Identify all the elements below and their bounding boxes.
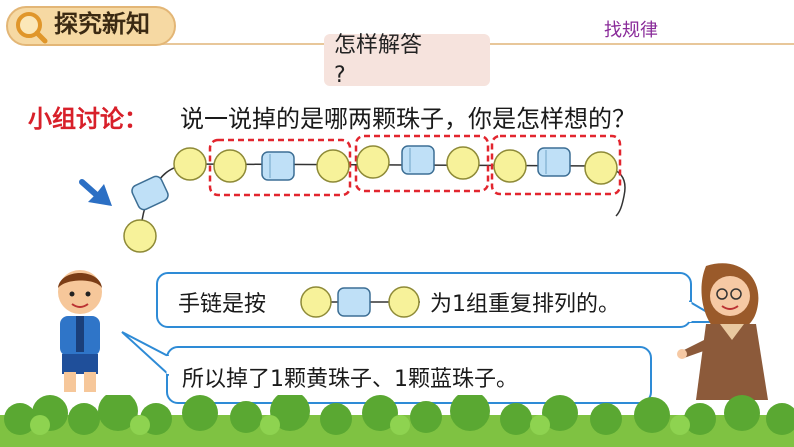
question-mark: ? [334,63,346,88]
blue-bead [337,287,371,317]
discussion-label: 小组讨论： [28,105,148,133]
pattern-text-after: 为1组重复排列的。 [430,292,620,317]
question-text: 怎样解答 [334,33,423,58]
topic-label: 找规律 [604,20,658,41]
blue-bead [401,145,435,175]
question-box [324,34,490,86]
bead-group-box [208,138,352,197]
blue-bead [261,151,295,181]
yellow-bead [173,147,207,181]
bracelet-illustration [79,134,626,253]
teacher-character [677,263,768,400]
yellow-bead [584,151,618,185]
speech-panel-pattern [156,272,692,328]
yellow-bead [316,149,350,183]
speech-tail-boy [121,331,170,377]
grass-decoration [0,395,794,447]
yellow-bead [123,219,157,253]
discussion-text: 说一说掉的是哪两颗珠子，你是怎样想的？ [180,105,636,133]
speech-panel-conclusion [166,346,652,404]
pattern-text-before: 手链是按 [178,292,267,317]
yellow-bead [388,286,420,318]
conclusion-text: 所以掉了1颗黄珠子、1颗蓝珠子。 [182,367,518,392]
blue-bead [131,175,169,211]
yellow-bead [446,146,480,180]
pointer-arrow-icon [79,179,112,206]
blue-bead [537,147,571,177]
yellow-bead [300,286,332,318]
yellow-bead [213,149,247,183]
section-title: 探究新知 [54,10,150,38]
bead-group-box [490,134,622,196]
yellow-bead [493,149,527,183]
boy-character [58,270,102,392]
yellow-bead [356,145,390,179]
pattern-bead-group [300,286,420,318]
magnifier-icon [16,12,48,44]
